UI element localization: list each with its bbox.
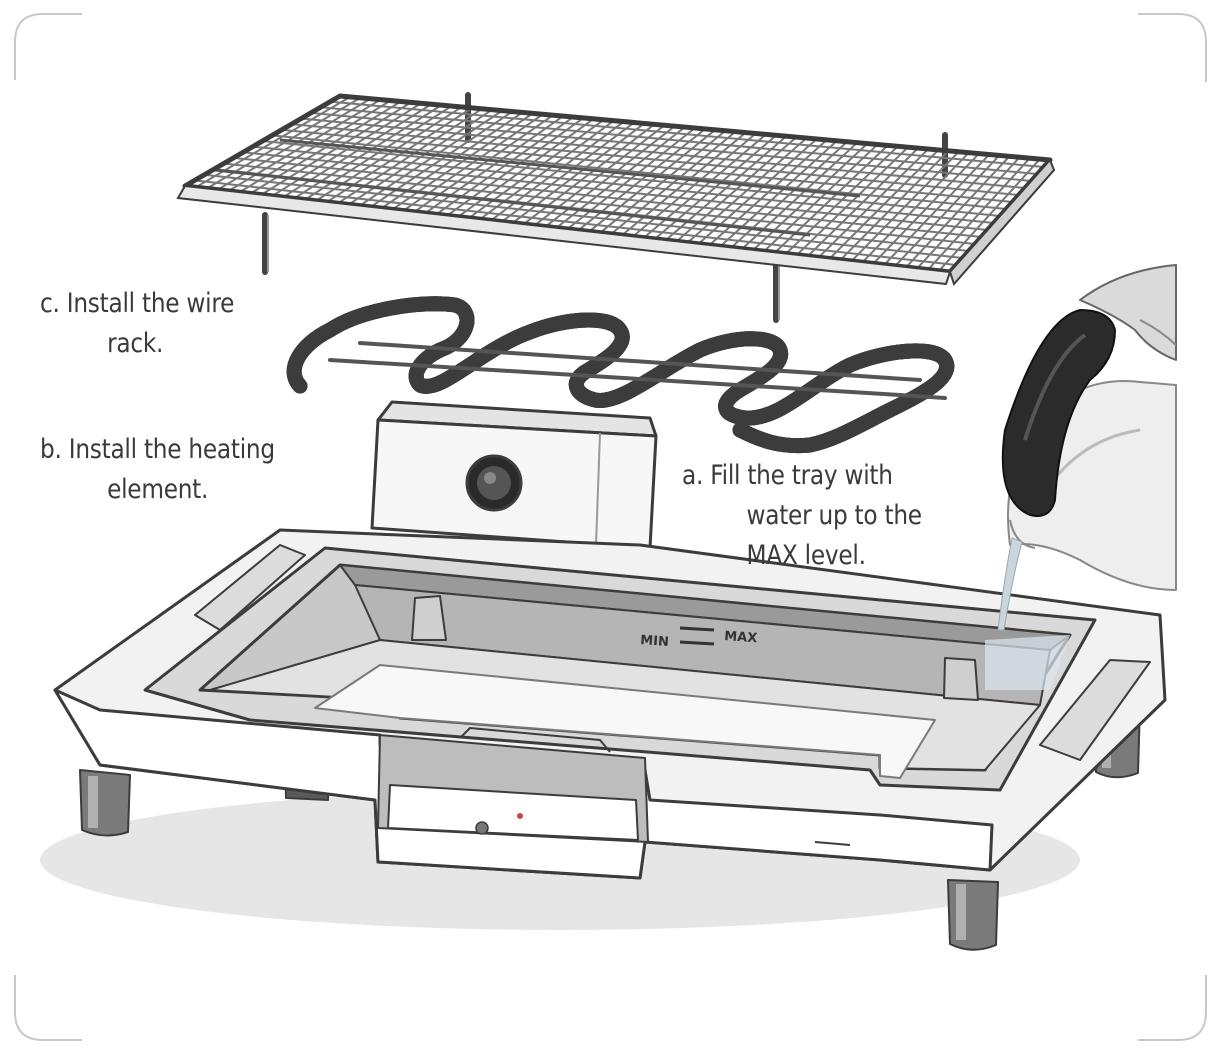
rack-wire [262,140,1001,217]
wire-rack [176,92,1056,323]
step-a-label: a. Fill the tray with water up to the MA… [682,456,922,576]
step-b-line1: b. Install the heating [40,434,275,465]
step-a-line2: water up to the [746,500,923,531]
heating-element [294,304,947,550]
heating-coil [294,304,947,446]
rack-wire [320,106,1038,175]
rack-wire [252,145,994,224]
step-a-line1: a. Fill the tray with [682,460,893,491]
grill-base [40,528,1167,951]
step-c-line2: rack. [107,328,164,359]
frame-corners [14,13,1207,1041]
rack-wire [243,151,988,231]
tray-max-mark: MAX [724,629,758,646]
step-a-line3: MAX level. [746,540,866,571]
rack-wire [233,156,982,238]
rack-wire [330,100,1044,168]
rack-wire [310,111,1032,182]
step-c-line1: c. Install the wire [40,288,235,319]
tray-min-mark: MIN [640,633,670,650]
rack-wire [272,134,1007,210]
rack-wire [281,128,1013,203]
rack-wire [301,117,1026,189]
rack-wire [194,179,957,266]
water-kettle [997,264,1177,631]
rack-wire [204,173,963,259]
step-b-line2: element. [107,474,209,505]
step-b-label: b. Install the heating element. [40,430,275,510]
rack-wire [223,162,976,245]
rack-wire [291,123,1019,196]
control-box [370,400,658,550]
water-level-marking [679,626,715,646]
step-c-label: c. Install the wire rack. [40,284,234,364]
